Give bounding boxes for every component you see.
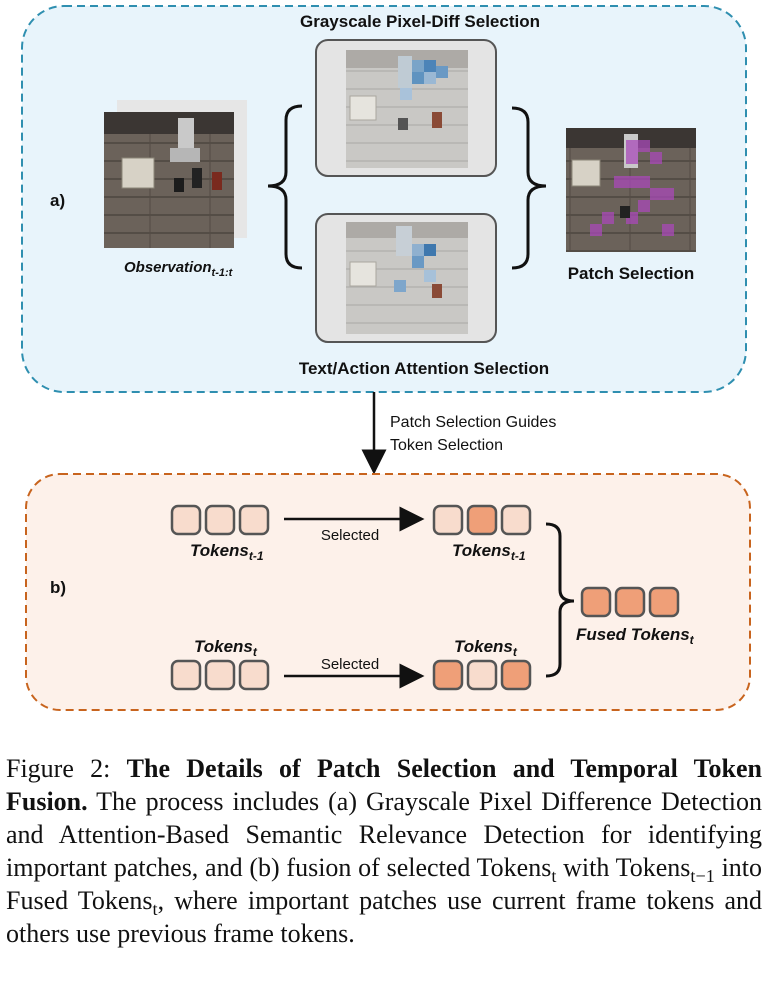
token-box [466, 659, 498, 691]
token-box [238, 504, 270, 536]
figure-diagram: Grayscale Pixel-Diff Selection Text/Acti… [21, 5, 751, 711]
observation-images [104, 100, 247, 248]
guide-text-line2: Token Selection [390, 437, 503, 454]
fusion-brace [545, 522, 575, 678]
figure-caption: Figure 2: The Details of Patch Selection… [6, 752, 762, 950]
attention-frame [315, 213, 497, 343]
tokens-curr-label-left: Tokenst [194, 637, 258, 659]
tokens-curr-input [170, 659, 270, 691]
caption-figure-label: Figure 2: [6, 754, 111, 783]
token-box [238, 659, 270, 691]
token-box [580, 586, 612, 618]
caption-text-2: with Tokens [563, 853, 691, 882]
panel-a-top-title: Grayscale Pixel-Diff Selection [300, 12, 540, 31]
caption-sub-t1: t−1 [690, 866, 715, 887]
tokens-prev-label-right: Tokenst-1 [452, 541, 526, 563]
token-box [614, 586, 646, 618]
caption-sub-t2: t [152, 899, 158, 920]
observation-label: Observationt-1:t [124, 259, 234, 279]
caption-title: The Details of Patch Selection and Tempo… [6, 754, 762, 816]
token-box [204, 659, 236, 691]
token-box [466, 504, 498, 536]
panel-a-tag: a) [50, 191, 65, 210]
pixel-diff-frame [315, 39, 497, 177]
token-box [204, 504, 236, 536]
token-box [432, 659, 464, 691]
tokens-prev-input [170, 504, 270, 536]
token-box [500, 659, 532, 691]
caption-text-1: The process includes (a) Grayscale Pixel… [6, 787, 763, 882]
panel-a-bottom-title: Text/Action Attention Selection [299, 359, 549, 378]
panel-b-tag: b) [50, 578, 66, 597]
token-box [170, 504, 202, 536]
tokens-fused [580, 586, 680, 618]
left-brace [267, 104, 303, 270]
caption-text-3: into Fused Tokens [6, 853, 763, 915]
token-box [500, 504, 532, 536]
guide-text-line1: Patch Selection Guides [390, 414, 556, 431]
token-box [432, 504, 464, 536]
tokens-prev-label-left: Tokenst-1 [190, 541, 264, 563]
fused-tokens-label: Fused Tokenst [576, 625, 695, 647]
tokens-curr-selected [432, 659, 532, 691]
tokens-curr-label-right: Tokenst [454, 637, 518, 659]
patch-selection-label: Patch Selection [568, 264, 695, 283]
token-box [648, 586, 680, 618]
patch-selection-image [566, 128, 696, 252]
selected-label-curr: Selected [321, 656, 379, 673]
caption-text-4: , where important patches use current fr… [6, 886, 763, 948]
tokens-prev-selected [432, 504, 532, 536]
token-box [170, 659, 202, 691]
selected-label-prev: Selected [321, 527, 379, 544]
right-brace-top [511, 106, 547, 270]
caption-sub-t: t [551, 866, 557, 887]
